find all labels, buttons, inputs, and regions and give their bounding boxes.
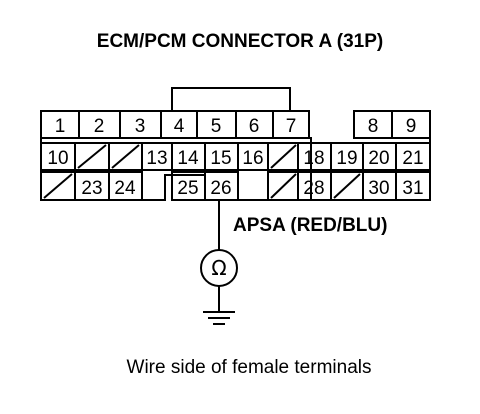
terminal-number: 30	[368, 178, 389, 199]
row-2-labels: 10 13 14 15 16 18 19 20 21	[47, 148, 423, 169]
terminal-number: 1	[55, 116, 66, 137]
terminal-number: 31	[402, 178, 423, 199]
terminal-number: 15	[210, 148, 231, 169]
terminal-number: 4	[174, 116, 185, 137]
blank-slash	[77, 144, 107, 169]
wire-label: APSA (RED/BLU)	[233, 215, 387, 236]
terminal-cell-31	[395, 171, 431, 201]
terminal-number: 20	[368, 148, 389, 169]
terminal-cell-26	[204, 171, 239, 201]
terminal-cell-21	[395, 142, 431, 171]
diagram-title: ECM/PCM CONNECTOR A (31P)	[97, 31, 383, 52]
terminal-cell-9	[391, 110, 431, 139]
row-2-slashes	[77, 144, 297, 169]
terminal-number: 28	[303, 178, 324, 199]
blank-slash	[270, 173, 297, 199]
terminal-cell-24	[108, 171, 143, 201]
terminal-number: 2	[94, 116, 105, 137]
terminal-number: 13	[146, 148, 167, 169]
terminal-number: 5	[211, 116, 222, 137]
terminal-number: 21	[402, 148, 423, 169]
ground-icon	[203, 311, 235, 325]
terminal-number: 25	[177, 178, 198, 199]
row-3-labels: 23 24 25 26 28 30 31	[81, 178, 423, 199]
row-3-slashes	[43, 173, 361, 199]
blank-slash	[43, 173, 73, 199]
terminal-number: 23	[81, 178, 102, 199]
ohmmeter-icon: Ω	[200, 249, 238, 287]
connector-lock-tab	[171, 87, 291, 112]
terminal-number: 7	[286, 116, 297, 137]
row-2	[40, 142, 431, 171]
ohm-symbol: Ω	[211, 256, 226, 280]
terminal-number: 10	[47, 148, 68, 169]
blank-slash	[333, 173, 361, 199]
row-1	[40, 110, 431, 139]
row-1-labels: 1 2 3 4 5 6 7 8 9	[55, 116, 417, 137]
terminal-number: 3	[135, 116, 146, 137]
diagram-caption: Wire side of female terminals	[127, 357, 372, 378]
terminal-cell-7	[272, 110, 310, 139]
terminal-number: 9	[406, 116, 417, 137]
terminal-number: 8	[368, 116, 379, 137]
terminal-number: 18	[303, 148, 324, 169]
row-3	[40, 171, 431, 201]
terminal-number: 24	[114, 178, 136, 199]
terminal-number: 26	[210, 178, 231, 199]
blank-slash	[111, 144, 140, 169]
blank-slash	[270, 144, 297, 169]
terminal-number: 6	[249, 116, 260, 137]
terminal-number: 16	[242, 148, 263, 169]
terminal-number: 19	[336, 148, 357, 169]
terminal-number: 14	[177, 148, 199, 169]
